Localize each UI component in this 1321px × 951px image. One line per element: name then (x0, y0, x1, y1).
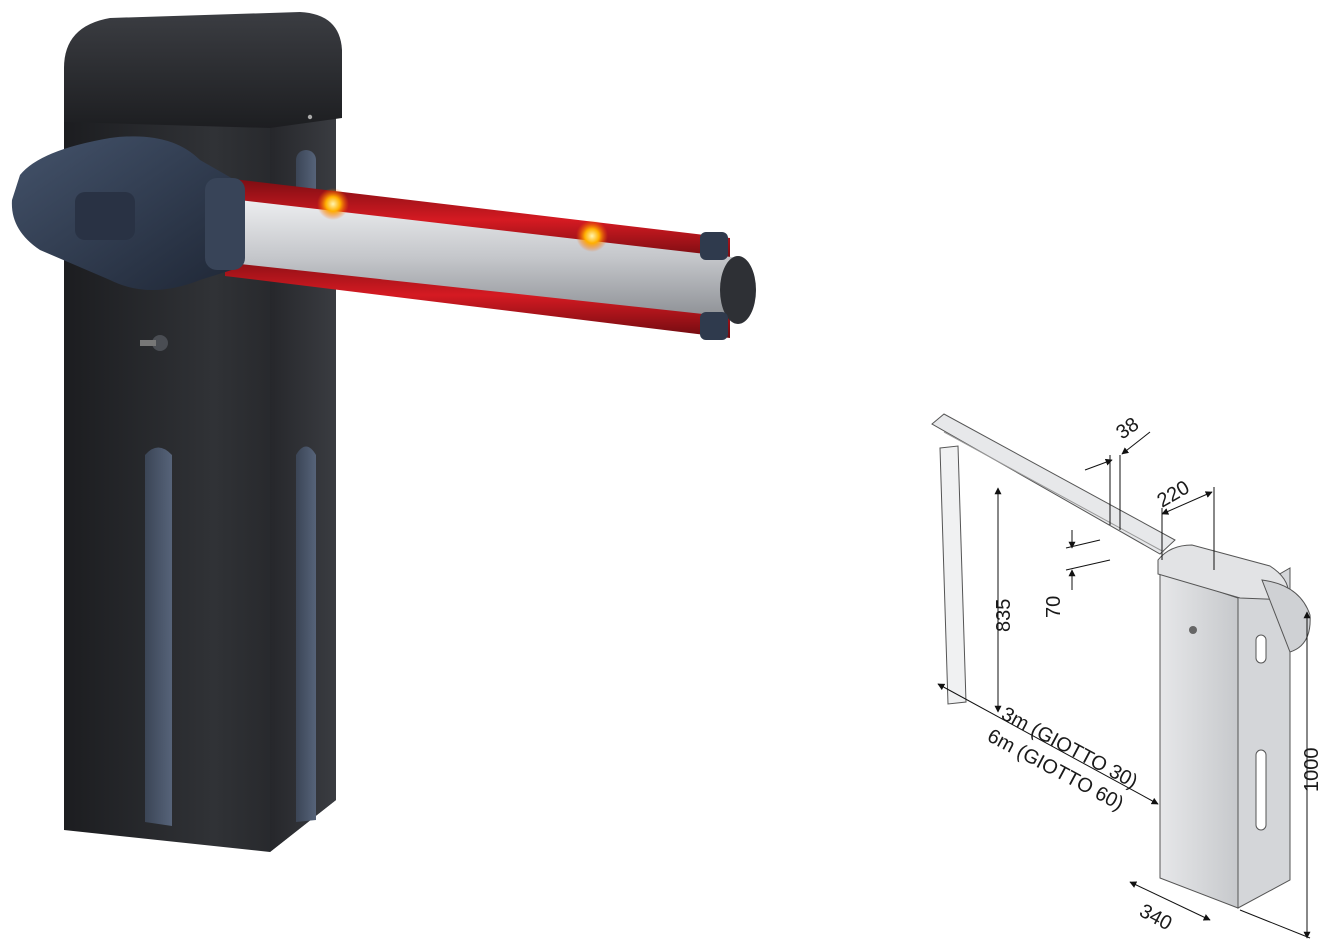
barrier-photo (11, 12, 756, 852)
dim-835: 835 (993, 487, 1015, 713)
dim-70: 70 (1043, 530, 1111, 618)
drawing-slot-upper (1255, 634, 1267, 664)
technical-drawing: 38 220 70 835 3m (GIOTTO 30) 6m (GIOTTO … (931, 413, 1321, 939)
beam-silver-tube (222, 198, 740, 318)
slot-upper-right (296, 150, 316, 198)
motor-hub-ring (205, 178, 245, 270)
beam-end-cap (720, 256, 756, 324)
beam-end-clip-bottom (700, 312, 728, 340)
slot-left (145, 447, 172, 826)
led-light-1 (317, 188, 349, 220)
drawing-slot-lower (1255, 749, 1267, 831)
drawing-key-lock-icon (1189, 626, 1197, 634)
drawing-beam (931, 413, 1176, 555)
dim-length: 3m (GIOTTO 30) 6m (GIOTTO 60) (937, 683, 1159, 815)
beam-end-clip-top (700, 232, 728, 260)
support-post (939, 445, 967, 705)
drawing-cabinet-front (1159, 571, 1239, 909)
dim-340-label: 340 (1136, 900, 1176, 935)
dim-220-label: 220 (1154, 477, 1194, 513)
cabinet-body (64, 112, 336, 852)
slot-right (296, 446, 316, 822)
key-lock-icon (140, 335, 168, 351)
led-light-2 (576, 220, 608, 252)
brand-plate (75, 192, 135, 240)
indicator-dot (307, 114, 313, 120)
dim-70-label: 70 (1043, 596, 1065, 618)
dim-38-label: 38 (1112, 413, 1143, 444)
dim-1000: 1000 (1239, 611, 1321, 939)
dim-835-label: 835 (993, 599, 1015, 632)
cabinet-top-cap (64, 12, 342, 128)
dim-1000-label: 1000 (1301, 748, 1321, 793)
